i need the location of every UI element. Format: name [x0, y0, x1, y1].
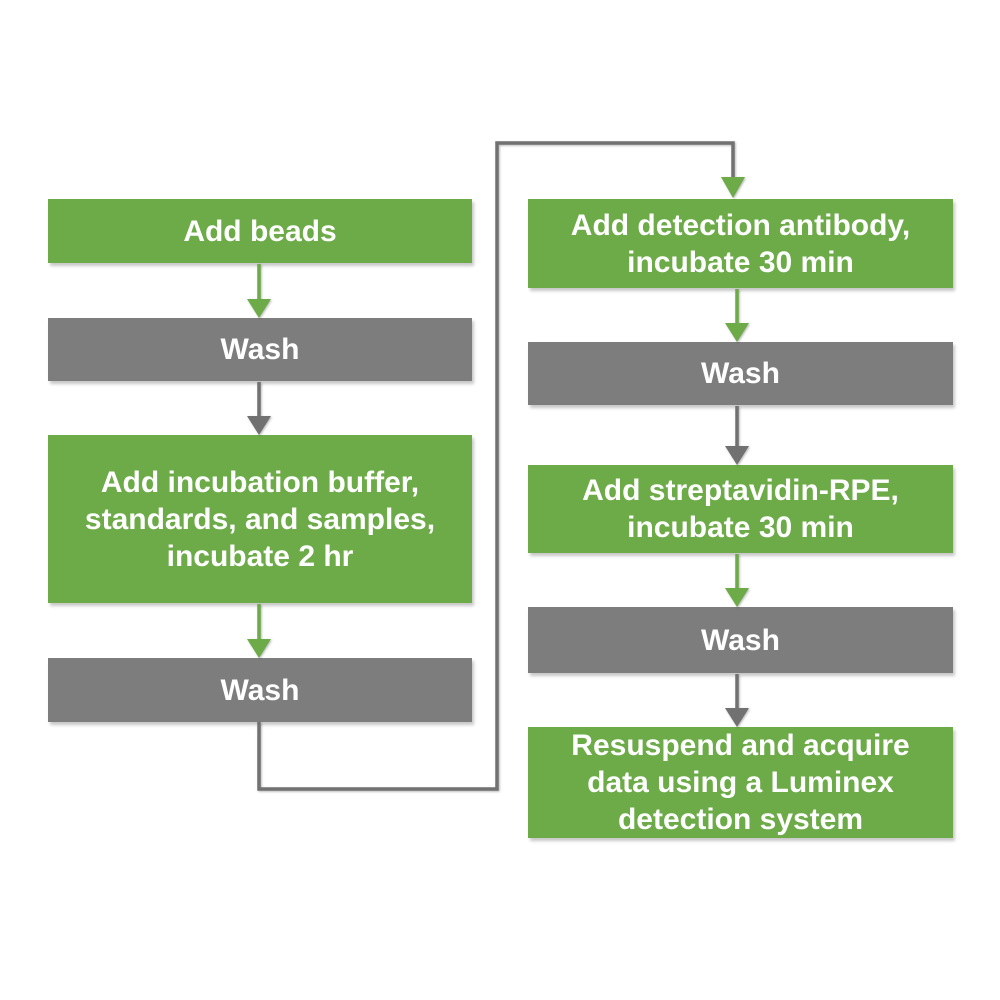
step-wash-4: Wash: [528, 607, 953, 673]
arrow-add-beads-to-wash-icon: [247, 264, 271, 318]
step-resuspend-acquire-data: Resuspend and acquire data using a Lumin…: [528, 727, 953, 838]
arrow-incubation-buffer-to-wash-icon: [247, 604, 271, 658]
arrow-detection-antibody-to-wash-icon: [725, 289, 749, 342]
step-add-detection-antibody: Add detection antibody, incubate 30 min: [528, 199, 953, 288]
step-wash-1: Wash: [48, 318, 472, 381]
arrow-streptavidin-rpe-to-wash-icon: [725, 554, 749, 607]
step-wash-2: Wash: [48, 658, 472, 722]
step-add-streptavidin-rpe: Add streptavidin-RPE, incubate 30 min: [528, 465, 953, 553]
step-wash-3: Wash: [528, 342, 953, 405]
arrow-wash-to-streptavidin-rpe-icon: [725, 406, 749, 465]
arrow-wash-to-resuspend-icon: [725, 674, 749, 727]
connector-left-column-to-right-column-icon: [257, 141, 745, 791]
arrow-wash-to-incubation-buffer-icon: [247, 382, 271, 435]
step-add-beads: Add beads: [48, 199, 472, 263]
step-add-incubation-buffer: Add incubation buffer, standards, and sa…: [48, 435, 472, 603]
